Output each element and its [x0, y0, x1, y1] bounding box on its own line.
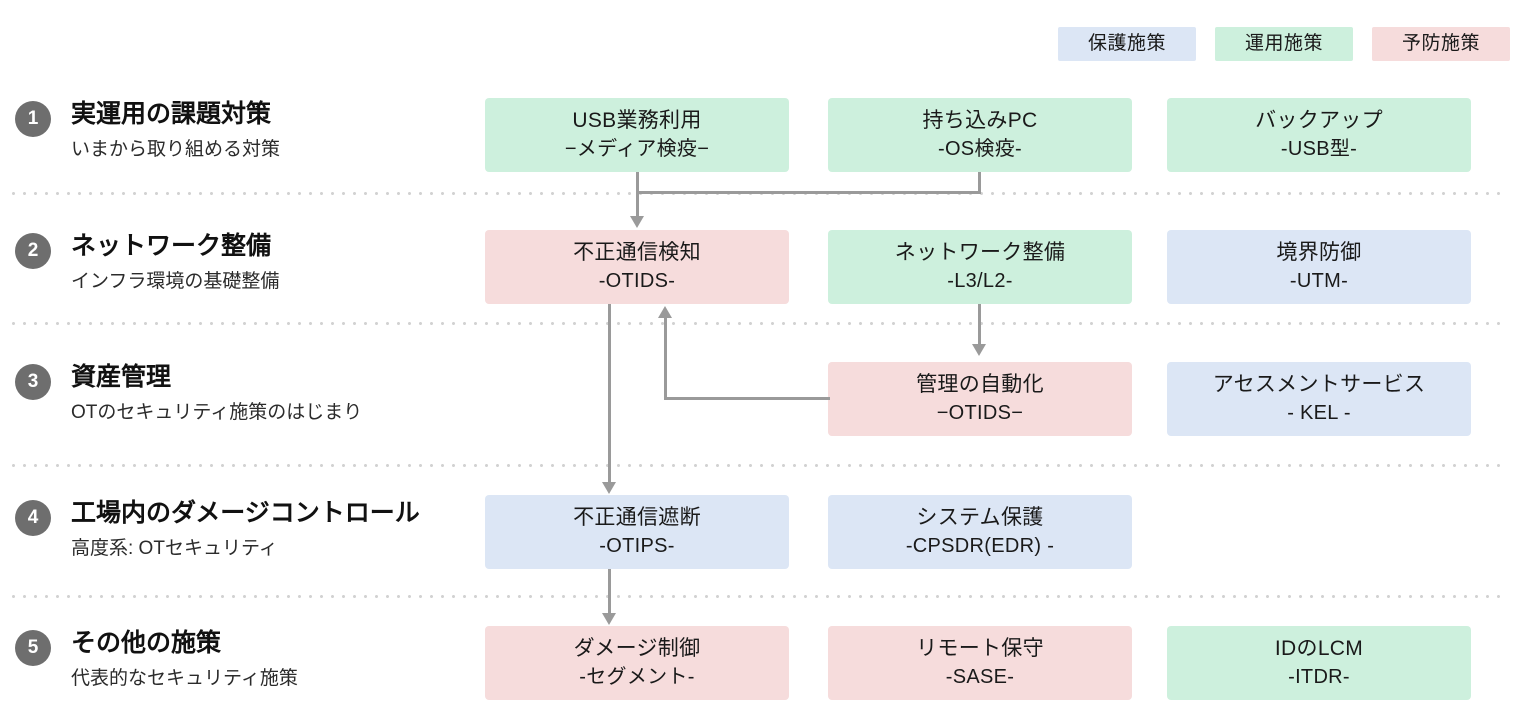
row-title-4: 工場内のダメージコントロール	[71, 499, 420, 527]
card-r4c1-sub: -OTIPS-	[599, 534, 675, 557]
card-r2c3[interactable]: 境界防御 -UTM-	[1167, 230, 1471, 304]
row-badge-3: 3	[15, 364, 51, 400]
card-r2c3-main: 境界防御	[1276, 241, 1362, 265]
row-title-5: その他の施策	[71, 629, 222, 657]
row-badge-2: 2	[15, 233, 51, 269]
card-r5c2-main: リモート保守	[916, 637, 1044, 661]
card-r5c3-sub: -ITDR-	[1288, 665, 1350, 688]
arrow-into-r2c1	[630, 216, 644, 228]
row-separator-4	[8, 595, 1508, 598]
card-r3c2-sub: −OTIDS−	[936, 401, 1024, 424]
connector-r1c2-to-r2c1-horizontal	[636, 191, 981, 194]
arrow-into-r4c1	[602, 482, 616, 494]
row-title-2: ネットワーク整備	[71, 232, 272, 260]
row-subtitle-1: いまから取り組める対策	[71, 139, 281, 161]
row-badge-4: 4	[15, 500, 51, 536]
row-label-1: 1 実運用の課題対策 いまから取り組める対策	[15, 99, 465, 162]
card-r4c2[interactable]: システム保護 -CPSDR(EDR) -	[828, 495, 1132, 569]
legend-chip-prevent: 予防施策	[1372, 27, 1510, 61]
card-r4c1[interactable]: 不正通信遮断 -OTIPS-	[485, 495, 789, 569]
card-r1c3-sub: -USB型-	[1280, 137, 1358, 160]
connector-r3c2-to-r2c1-horizontal	[664, 397, 830, 400]
connector-r3c2-to-r2c1-vertical	[664, 318, 667, 399]
row-label-3: 3 資産管理 OTのセキュリティ施策のはじまり	[15, 362, 465, 425]
card-r5c2-sub: -SASE-	[945, 665, 1015, 688]
arrow-into-r2c1-bottom	[658, 306, 672, 318]
arrow-into-r3c2	[972, 344, 986, 356]
row-badge-1: 1	[15, 101, 51, 137]
connector-r1c2-down-stub	[978, 172, 981, 194]
card-r1c1[interactable]: USB業務利用 −メディア検疫−	[485, 98, 789, 172]
card-r2c2-main: ネットワーク整備	[894, 241, 1066, 265]
card-r2c2[interactable]: ネットワーク整備 -L3/L2-	[828, 230, 1132, 304]
card-r1c2-sub: -OS検疫-	[937, 137, 1023, 160]
row-subtitle-3: OTのセキュリティ施策のはじまり	[71, 402, 363, 424]
legend-chip-operate: 運用施策	[1215, 27, 1353, 61]
card-r2c2-sub: -L3/L2-	[947, 269, 1013, 292]
card-r1c2[interactable]: 持ち込みPC -OS検疫-	[828, 98, 1132, 172]
connector-r2c2-to-r3c2	[978, 304, 981, 344]
row-separator-3	[8, 464, 1508, 467]
row-label-4: 4 工場内のダメージコントロール 高度系: OTセキュリティ	[15, 498, 465, 561]
legend: 保護施策 運用施策 予防施策	[1058, 27, 1510, 61]
legend-label-protect: 保護施策	[1087, 33, 1166, 54]
row-label-2: 2 ネットワーク整備 インフラ環境の基礎整備	[15, 231, 465, 294]
card-r3c3[interactable]: アセスメントサービス - KEL -	[1167, 362, 1471, 436]
card-r5c1[interactable]: ダメージ制御 -セグメント-	[485, 626, 789, 700]
arrow-into-r5c1	[602, 613, 616, 625]
legend-label-prevent: 予防施策	[1401, 33, 1480, 54]
row-title-1: 実運用の課題対策	[71, 100, 272, 128]
card-r4c2-main: システム保護	[916, 506, 1044, 530]
card-r4c1-main: 不正通信遮断	[573, 506, 701, 530]
card-r2c1-main: 不正通信検知	[573, 241, 701, 265]
card-r5c1-main: ダメージ制御	[573, 637, 701, 661]
card-r3c3-sub: - KEL -	[1287, 401, 1351, 424]
card-r5c1-sub: -セグメント-	[579, 665, 695, 688]
card-r3c2[interactable]: 管理の自動化 −OTIDS−	[828, 362, 1132, 436]
card-r2c3-sub: -UTM-	[1289, 269, 1349, 292]
card-r1c1-sub: −メディア検疫−	[564, 137, 710, 160]
card-r1c2-main: 持ち込みPC	[922, 109, 1038, 133]
card-r3c2-main: 管理の自動化	[916, 373, 1044, 397]
card-r5c2[interactable]: リモート保守 -SASE-	[828, 626, 1132, 700]
card-r1c3-main: バックアップ	[1255, 109, 1383, 133]
row-separator-2	[8, 322, 1508, 325]
legend-label-operate: 運用施策	[1244, 33, 1323, 54]
card-r1c3[interactable]: バックアップ -USB型-	[1167, 98, 1471, 172]
row-title-3: 資産管理	[71, 363, 172, 391]
connector-r2c1-to-r4c1	[608, 304, 611, 482]
card-r4c2-sub: -CPSDR(EDR) -	[905, 534, 1055, 557]
row-subtitle-2: インフラ環境の基礎整備	[71, 271, 280, 293]
connector-r4c1-to-r5c1	[608, 569, 611, 613]
legend-chip-protect: 保護施策	[1058, 27, 1196, 61]
row-subtitle-4: 高度系: OTセキュリティ	[71, 538, 278, 560]
row-subtitle-5: 代表的なセキュリティ施策	[71, 668, 298, 690]
card-r5c3[interactable]: IDのLCM -ITDR-	[1167, 626, 1471, 700]
connector-to-r2c1-vertical	[636, 191, 639, 219]
row-badge-5: 5	[15, 630, 51, 666]
row-label-5: 5 その他の施策 代表的なセキュリティ施策	[15, 628, 465, 691]
card-r2c1[interactable]: 不正通信検知 -OTIDS-	[485, 230, 789, 304]
card-r3c3-main: アセスメントサービス	[1212, 373, 1426, 397]
card-r1c1-main: USB業務利用	[572, 109, 702, 133]
card-r2c1-sub: -OTIDS-	[598, 269, 676, 292]
card-r5c3-main: IDのLCM	[1274, 637, 1364, 661]
